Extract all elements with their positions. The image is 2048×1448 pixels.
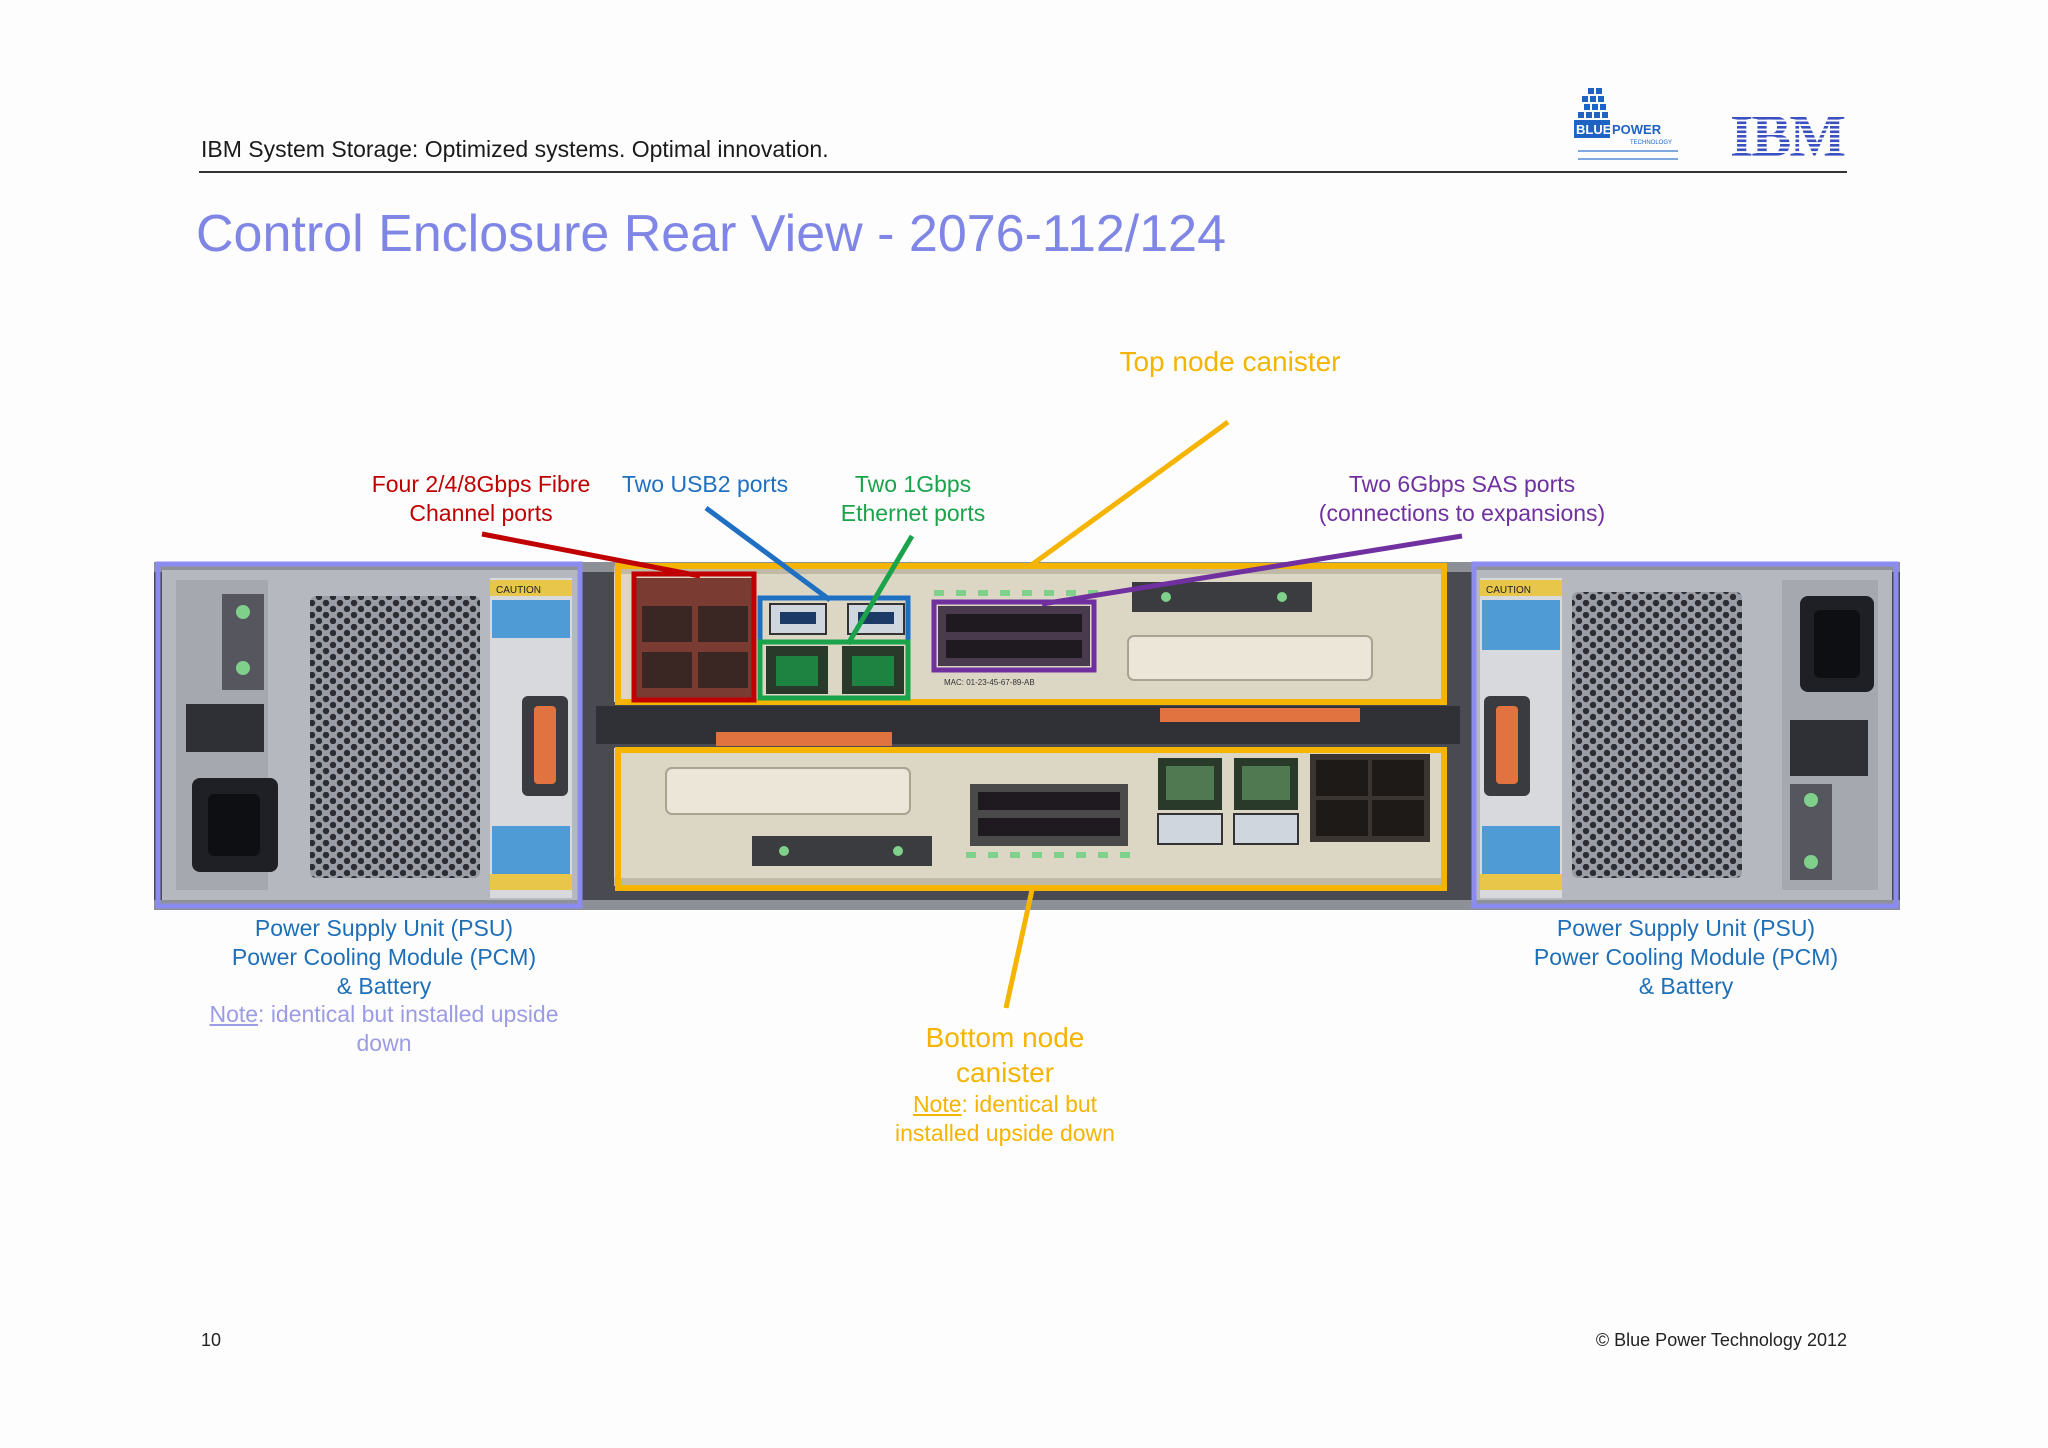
page-number: 10 bbox=[201, 1330, 222, 1350]
sas-leader bbox=[1041, 533, 1463, 607]
bluepower-logo-text-b: POWER bbox=[1612, 122, 1662, 137]
header-tagline: IBM System Storage: Optimized systems. O… bbox=[201, 136, 829, 162]
bottom-node-canister-body bbox=[614, 748, 1446, 886]
mac-label-top: MAC: 01-23-45-67-89-AB bbox=[944, 678, 1035, 687]
page-title: Control Enclosure Rear View - 2076-112/1… bbox=[196, 205, 1226, 263]
label-sas-ports: Two 6Gbps SAS ports (connections to expa… bbox=[1318, 471, 1606, 526]
ethernet-ports-highlight bbox=[757, 639, 911, 701]
psu-left: CAUTION bbox=[162, 570, 582, 900]
copyright: © Blue Power Technology 2012 bbox=[1595, 1330, 1847, 1350]
label-fibre-channel: Four 2/4/8Gbps Fibre Channel ports bbox=[371, 471, 591, 526]
bluepower-logo-text-a: BLUE bbox=[1576, 122, 1612, 137]
ethernet-leader bbox=[845, 534, 915, 646]
top-node-leader bbox=[1028, 419, 1230, 569]
usb-leader bbox=[704, 505, 832, 603]
sas-ports-highlight bbox=[931, 599, 1097, 673]
psu-left-highlight bbox=[155, 561, 583, 909]
caution-label-psu-right-top: CAUTION bbox=[1486, 585, 1531, 596]
bluepower-logo: BLUE POWER TECHNOLOGY bbox=[1574, 88, 1678, 160]
bottom-node-leader bbox=[1003, 889, 1035, 1009]
psu-right-highlight bbox=[1471, 561, 1899, 909]
bluepower-logo-sub: TECHNOLOGY bbox=[1630, 140, 1672, 146]
ibm-logo: IBM bbox=[1730, 108, 1846, 160]
label-psu-left: Power Supply Unit (PSU) Power Cooling Mo… bbox=[209, 915, 559, 1056]
psu-right: CAUTION bbox=[1474, 570, 1892, 900]
label-ethernet-ports: Two 1Gbps Ethernet ports bbox=[840, 471, 986, 526]
label-top-node-canister: Top node canister bbox=[1119, 346, 1341, 377]
top-node-canister-body: MAC: 01-23-45-67-89-AB bbox=[614, 566, 1446, 702]
bottom-canister-highlight bbox=[615, 747, 1447, 891]
header-rule bbox=[199, 171, 1847, 173]
label-usb-ports: Two USB2 ports bbox=[621, 471, 789, 497]
label-bottom-node-canister: Bottom node canister Note: identical but… bbox=[895, 1022, 1115, 1146]
label-psu-right: Power Supply Unit (PSU) Power Cooling Mo… bbox=[1533, 915, 1839, 999]
caution-label-psu-left-top: CAUTION bbox=[496, 585, 541, 596]
fibre-leader bbox=[481, 531, 701, 579]
ibm-logo-text: IBM bbox=[1730, 108, 1846, 160]
